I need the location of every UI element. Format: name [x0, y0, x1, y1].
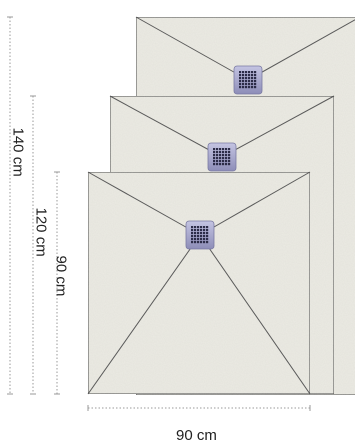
drain-grate-icon	[233, 65, 263, 95]
dimension-label-90-horizontal: 90 cm	[176, 427, 217, 444]
dimension-line-90-vertical	[54, 171, 60, 395]
dimension-line-90-horizontal	[87, 405, 311, 411]
dimension-line-140	[7, 16, 13, 395]
dimension-label-140: 140 cm	[9, 127, 27, 177]
tray-90	[87, 171, 311, 395]
dimension-label-90-vertical: 90 cm	[52, 255, 70, 297]
drain-grate-icon	[207, 142, 237, 172]
drain-grate-icon	[185, 220, 215, 250]
dimension-label-120: 120 cm	[32, 207, 50, 257]
dimension-line-120	[30, 95, 36, 395]
